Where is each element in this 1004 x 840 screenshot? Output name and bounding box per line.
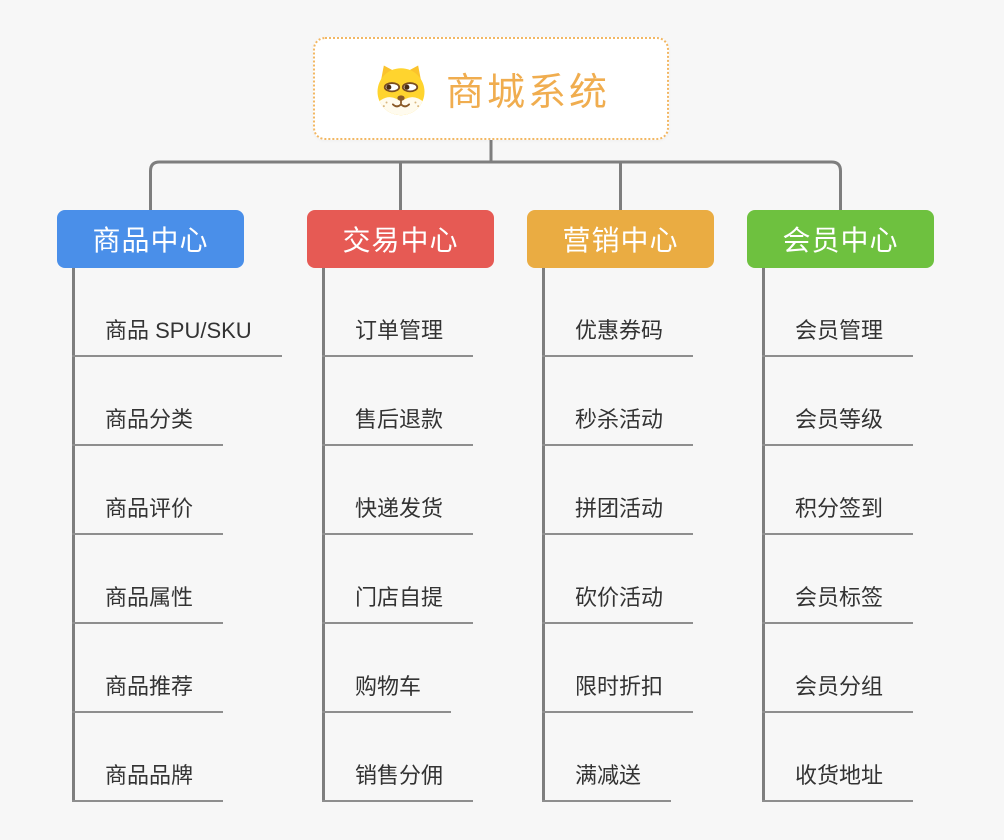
leaf-row: 门店自提 <box>322 535 474 624</box>
leaf-node[interactable]: 商品评价 <box>72 491 224 535</box>
leaf-node[interactable]: 积分签到 <box>762 491 914 535</box>
leaf-node[interactable]: 售后退款 <box>322 402 474 446</box>
leaf-row: 会员标签 <box>762 535 914 624</box>
leaf-row: 商品品牌 <box>72 713 282 802</box>
leaf-node[interactable]: 购物车 <box>322 669 452 713</box>
leaf-row: 销售分佣 <box>322 713 474 802</box>
shiba-dog-icon <box>377 65 425 115</box>
leaf-row: 商品属性 <box>72 535 282 624</box>
leaf-row: 商品分类 <box>72 357 282 446</box>
leaf-row: 会员管理 <box>762 268 914 357</box>
leaf-row: 收货地址 <box>762 713 914 802</box>
leaf-node[interactable]: 秒杀活动 <box>542 402 694 446</box>
leaf-node[interactable]: 销售分佣 <box>322 758 474 802</box>
leaf-row: 限时折扣 <box>542 624 694 713</box>
leaf-node[interactable]: 收货地址 <box>762 758 914 802</box>
branch-node-member-center[interactable]: 会员中心 <box>747 210 934 268</box>
leaf-node[interactable]: 商品分类 <box>72 402 224 446</box>
leaf-row: 优惠券码 <box>542 268 694 357</box>
leaf-row: 商品 SPU/SKU <box>72 268 282 357</box>
leaf-row: 快递发货 <box>322 446 474 535</box>
branch-children-member-center: 会员管理 会员等级 积分签到 会员标签 会员分组 收货地址 <box>762 268 914 802</box>
leaf-row: 秒杀活动 <box>542 357 694 446</box>
leaf-node[interactable]: 订单管理 <box>322 313 474 357</box>
leaf-node[interactable]: 优惠券码 <box>542 313 694 357</box>
root-node[interactable]: 商城系统 <box>313 37 669 140</box>
leaf-node[interactable]: 会员标签 <box>762 580 914 624</box>
leaf-row: 会员分组 <box>762 624 914 713</box>
leaf-row: 售后退款 <box>322 357 474 446</box>
leaf-row: 商品评价 <box>72 446 282 535</box>
leaf-row: 购物车 <box>322 624 473 713</box>
leaf-row: 拼团活动 <box>542 446 694 535</box>
branch-node-product-center[interactable]: 商品中心 <box>57 210 244 268</box>
leaf-node[interactable]: 砍价活动 <box>542 580 694 624</box>
leaf-node[interactable]: 商品品牌 <box>72 758 224 802</box>
leaf-row: 积分签到 <box>762 446 914 535</box>
branch-node-trade-center[interactable]: 交易中心 <box>307 210 494 268</box>
branch-children-trade-center: 订单管理 售后退款 快递发货 门店自提 购物车 销售分佣 <box>322 268 474 802</box>
leaf-node[interactable]: 会员管理 <box>762 313 914 357</box>
leaf-row: 商品推荐 <box>72 624 282 713</box>
leaf-node[interactable]: 商品推荐 <box>72 669 224 713</box>
branch-node-marketing-center[interactable]: 营销中心 <box>527 210 714 268</box>
leaf-node[interactable]: 会员等级 <box>762 402 914 446</box>
branch-children-product-center: 商品 SPU/SKU 商品分类 商品评价 商品属性 商品推荐 商品品牌 <box>72 268 282 802</box>
leaf-node[interactable]: 门店自提 <box>322 580 474 624</box>
leaf-node[interactable]: 商品 SPU/SKU <box>72 313 282 357</box>
leaf-row: 砍价活动 <box>542 535 694 624</box>
leaf-node[interactable]: 限时折扣 <box>542 669 694 713</box>
leaf-row: 满减送 <box>542 713 693 802</box>
leaf-node[interactable]: 商品属性 <box>72 580 224 624</box>
root-title: 商城系统 <box>445 72 610 114</box>
leaf-node[interactable]: 满减送 <box>542 758 672 802</box>
leaf-row: 会员等级 <box>762 357 914 446</box>
leaf-row: 订单管理 <box>322 268 474 357</box>
branch-children-marketing-center: 优惠券码 秒杀活动 拼团活动 砍价活动 限时折扣 满减送 <box>542 268 694 802</box>
leaf-node[interactable]: 会员分组 <box>762 669 914 713</box>
leaf-node[interactable]: 快递发货 <box>322 491 474 535</box>
leaf-node[interactable]: 拼团活动 <box>542 491 694 535</box>
